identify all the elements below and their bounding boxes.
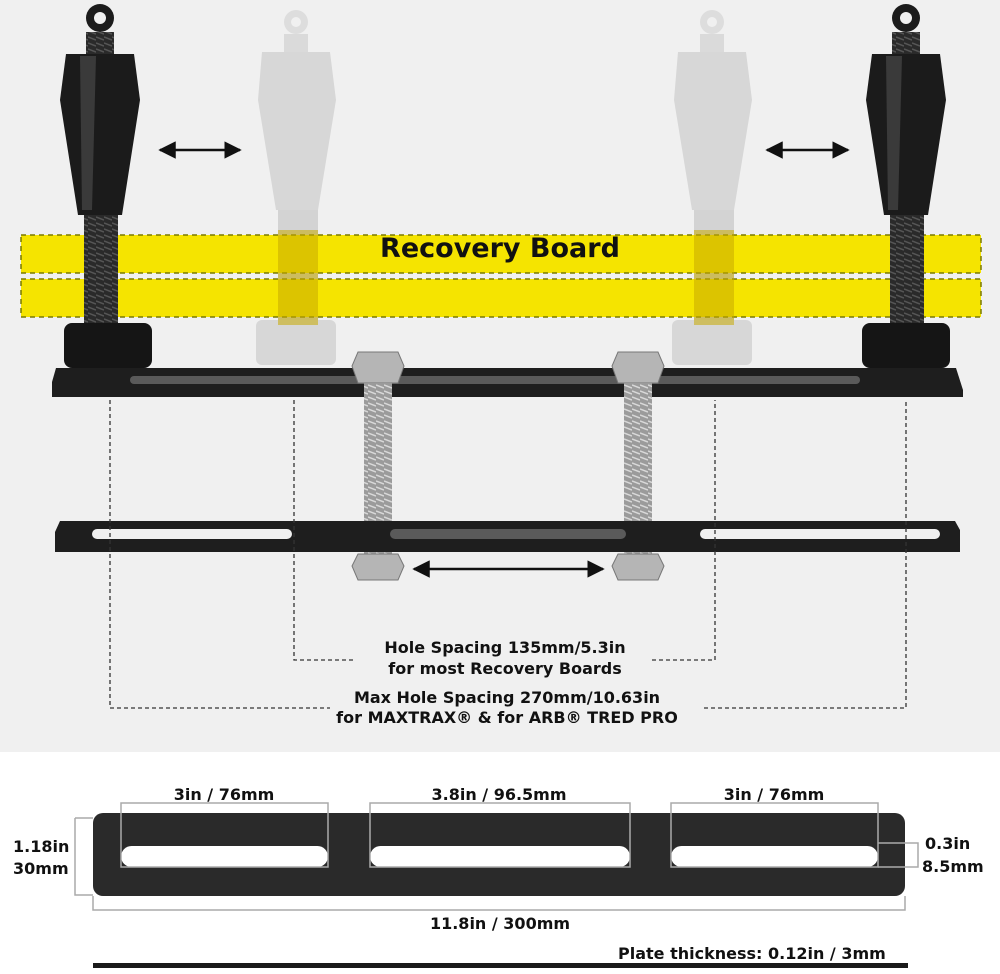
slot-width-mm-label: 8.5mm: [922, 857, 984, 876]
height-mm-label: 30mm: [13, 859, 69, 878]
recovery-board-bottom: [20, 278, 982, 318]
min-spacing-bracket: [293, 400, 716, 661]
slot-middle-dimension: 3.8in / 96.5mm: [431, 785, 567, 804]
black-knob-right: [862, 4, 950, 386]
slot-left-dimension: 3in / 76mm: [173, 785, 275, 804]
min-spacing-label-line2: for most Recovery Boards: [388, 659, 622, 678]
black-knob-left: [60, 4, 152, 386]
plate-thickness-label: Plate thickness: 0.12in / 3mm: [618, 944, 886, 963]
max-spacing-label-line1: Max Hole Spacing 270mm/10.63in: [353, 688, 661, 707]
flat-plate-drawing: [93, 813, 905, 896]
slot-right-dimension: 3in / 76mm: [723, 785, 825, 804]
dimension-guides: [74, 802, 919, 911]
bottom-plate: [55, 521, 960, 552]
min-spacing-label-line1: Hole Spacing 135mm/5.3in: [384, 638, 626, 657]
plate-thickness-bar: [93, 963, 908, 968]
top-plate: [52, 368, 963, 397]
recovery-board-top: [20, 234, 982, 274]
recovery-board-label: Recovery Board: [380, 233, 620, 264]
slot-width-in-label: 0.3in: [925, 834, 971, 853]
max-spacing-label-line2: for MAXTRAX® & for ARB® TRED PRO: [336, 708, 678, 727]
total-length-label: 11.8in / 300mm: [429, 914, 571, 933]
max-spacing-bracket: [109, 400, 907, 709]
height-in-label: 1.18in: [13, 837, 70, 856]
